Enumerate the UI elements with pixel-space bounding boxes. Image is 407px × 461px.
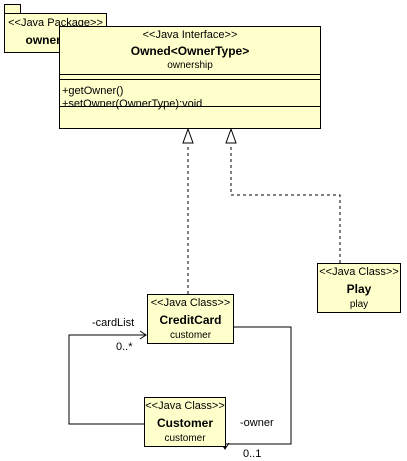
interface-divider-bottom [60, 79, 320, 80]
interface-divider-top [60, 74, 320, 75]
play-name: Play [346, 282, 372, 296]
cardlist-role-label: -cardList [92, 317, 135, 329]
association-line-cardlist [68, 334, 146, 425]
customer-name: Customer [156, 416, 213, 430]
interface-divider-ops [60, 106, 320, 107]
creditcard-name: CreditCard [159, 313, 222, 327]
realization-line-play [230, 145, 341, 263]
interface-stereotype: <<Java Interface>> [142, 29, 238, 41]
play-package: play [349, 299, 369, 310]
cardlist-multiplicity-label: 0..* [116, 341, 133, 353]
creditcard-package: customer [169, 330, 212, 341]
class-box-play[interactable]: <<Java Class>> Play play [317, 263, 401, 313]
operation-get-owner: +getOwner() [62, 85, 124, 97]
creditcard-stereotype: <<Java Class>> [150, 297, 231, 309]
owner-multiplicity-label: 0..1 [243, 448, 262, 460]
interface-name: Owned<OwnerType> [130, 44, 250, 58]
class-box-creditcard[interactable]: <<Java Class>> CreditCard customer [147, 294, 234, 344]
interface-package: ownership [167, 60, 213, 71]
play-stereotype: <<Java Class>> [319, 266, 399, 278]
association-line-owner [224, 326, 292, 449]
customer-stereotype: <<Java Class>> [145, 400, 225, 412]
class-box-customer[interactable]: <<Java Class>> Customer customer [144, 397, 226, 447]
interface-box-owned[interactable]: <<Java Interface>> Owned<OwnerType> owne… [59, 26, 321, 129]
customer-package: customer [164, 433, 206, 444]
realization-arrowhead-creditcard [182, 127, 194, 144]
operation-set-owner: +setOwner(OwnerType):void [62, 98, 203, 110]
owner-role-label: -owner [240, 417, 274, 429]
association-arrowhead-cardlist [139, 330, 147, 340]
realization-arrowhead-play [225, 127, 237, 144]
